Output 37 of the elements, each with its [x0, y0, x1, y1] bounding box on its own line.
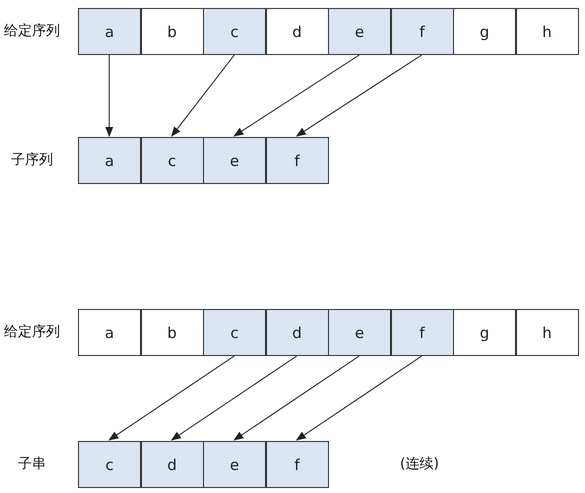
row-label: 给定序列	[4, 323, 60, 341]
sequence-cell: g	[453, 8, 516, 55]
row-label: 子串	[18, 455, 46, 473]
sequence-cell: f	[390, 309, 454, 356]
arrow	[233, 356, 360, 441]
arrow	[105, 54, 114, 137]
sequence-cell: c	[203, 8, 266, 55]
sequence-cell: b	[140, 309, 204, 356]
sequence-cell: f	[390, 8, 454, 55]
sequence-cell: d	[266, 309, 328, 356]
sequence-cell: a	[78, 137, 141, 184]
arrow	[296, 54, 422, 137]
sequence-cell: a	[78, 8, 141, 55]
arrow	[170, 356, 298, 441]
sequence-cell: b	[140, 8, 204, 55]
sequence-cell: e	[328, 8, 391, 55]
arrow	[233, 54, 360, 137]
sequence-cell: f	[266, 441, 328, 488]
row-label: 子序列	[11, 151, 53, 169]
sequence-cell: e	[203, 441, 266, 488]
arrow	[171, 54, 235, 137]
row-label: 给定序列	[4, 22, 60, 40]
sequence-cell: d	[140, 441, 204, 488]
sequence-cell: e	[203, 137, 266, 184]
sequence-cell: g	[453, 309, 516, 356]
sequence-cell: e	[328, 309, 391, 356]
arrow	[296, 356, 422, 441]
sequence-cell: h	[516, 8, 578, 55]
arrow	[108, 356, 235, 441]
sequence-cell: d	[266, 8, 328, 55]
row-label: (连续)	[400, 455, 439, 473]
sequence-cell: c	[203, 309, 266, 356]
sequence-cell: f	[266, 137, 328, 184]
sequence-cell: a	[78, 309, 141, 356]
sequence-cell: h	[516, 309, 578, 356]
sequence-cell: c	[140, 137, 204, 184]
sequence-cell: c	[78, 441, 141, 488]
